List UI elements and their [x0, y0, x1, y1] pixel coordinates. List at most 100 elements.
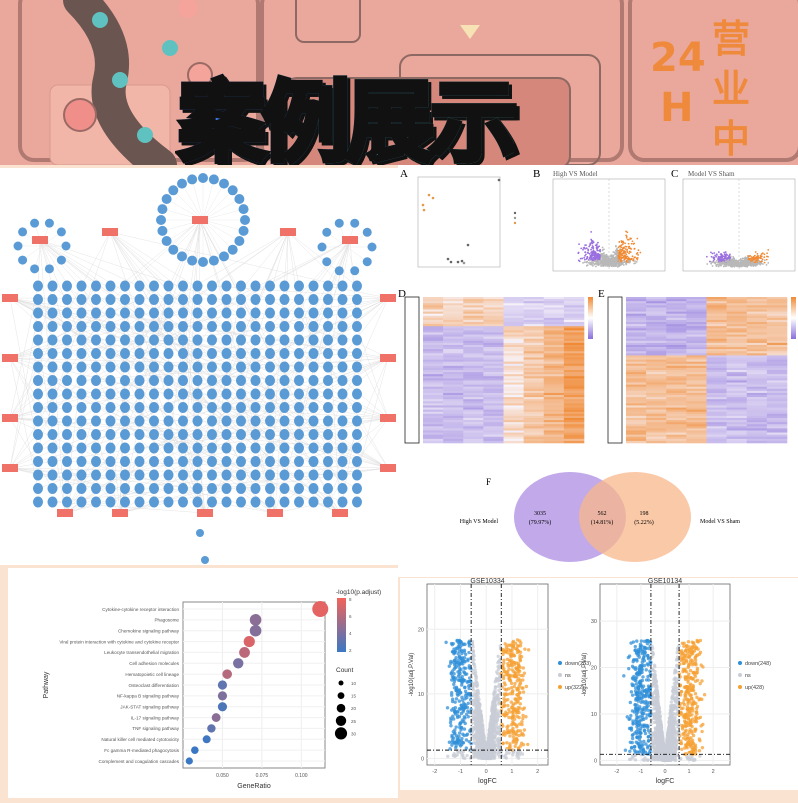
bubble-point	[222, 669, 232, 679]
mini-volcano-point	[596, 253, 598, 255]
network-node	[265, 470, 275, 481]
heatmap-cell	[443, 428, 463, 430]
heatmap-cell	[767, 326, 787, 328]
pca-point	[422, 204, 425, 207]
heatmap-cell	[626, 372, 646, 374]
network-node	[280, 402, 290, 413]
mini-volcano-point	[732, 256, 734, 258]
banner-title: 案例展示	[178, 52, 514, 165]
heatmap-cell	[646, 391, 666, 393]
mini-volcano-point	[766, 264, 768, 266]
heatmap-cell	[524, 412, 544, 414]
color-legend-title: -log10(p.adjust)	[336, 589, 381, 596]
heatmap-cell	[666, 403, 686, 405]
heatmap-cell	[463, 422, 483, 424]
heatmap-cell	[544, 420, 564, 422]
pathway-label: Complement and coagulation cascades	[99, 759, 180, 764]
volcano-point	[515, 730, 518, 733]
network-node	[48, 375, 58, 386]
network-node	[164, 375, 174, 386]
heatmap-cell	[747, 362, 767, 364]
heatmap-cell	[767, 399, 787, 401]
heatmap-cell	[483, 426, 503, 428]
heatmap-cell	[767, 368, 787, 370]
network-node	[309, 443, 319, 454]
network-hub	[332, 509, 348, 517]
mini-volcano-point	[723, 266, 725, 268]
mini-volcano-point	[613, 262, 615, 264]
network-node	[352, 389, 362, 400]
heatmap-cell	[423, 299, 443, 301]
mini-volcano-point	[619, 264, 621, 266]
heatmap-cell	[626, 374, 646, 376]
heatmap-cell	[727, 368, 747, 370]
heatmap-cell	[686, 330, 706, 332]
mini-volcano-point	[610, 262, 612, 264]
network-node	[91, 308, 101, 319]
network-node	[323, 362, 333, 373]
heatmap-cell	[666, 420, 686, 422]
heatmap-cell	[463, 312, 483, 314]
network-node	[14, 242, 23, 251]
heatmap-cell	[646, 403, 666, 405]
heatmap-cell	[463, 307, 483, 309]
network-node	[294, 389, 304, 400]
heatmap-cell	[747, 412, 767, 414]
network-node	[149, 308, 159, 319]
network-node	[265, 429, 275, 440]
heatmap-cell	[524, 360, 544, 362]
network-node	[177, 251, 187, 261]
volcano-point	[476, 690, 479, 693]
heatmap-cell	[646, 422, 666, 424]
network-node	[62, 375, 72, 386]
network-node	[350, 219, 359, 228]
network-node	[323, 497, 333, 508]
heatmap-cell	[544, 378, 564, 380]
heatmap-cell	[646, 416, 666, 418]
volcano-point	[456, 710, 459, 713]
heatmap-cell	[707, 397, 727, 399]
heatmap-cell	[646, 322, 666, 324]
y-tick-label: 0	[421, 757, 424, 763]
network-node	[309, 483, 319, 494]
heatmap-cell	[524, 341, 544, 343]
heatmap-cell	[544, 439, 564, 441]
network-node	[335, 219, 344, 228]
heatmap-cell	[707, 426, 727, 428]
mini-volcano-point	[615, 265, 617, 267]
heatmap-cell	[666, 322, 686, 324]
heatmap-cell	[483, 412, 503, 414]
heatmap-cell	[564, 401, 584, 403]
heatmap-cell	[767, 328, 787, 330]
heatmap-cell	[443, 343, 463, 345]
heatmap-cell	[707, 401, 727, 403]
heatmap-cell	[767, 391, 787, 393]
mini-volcano-point	[706, 263, 708, 265]
mini-volcano-point	[627, 239, 629, 241]
heatmap-cell	[646, 335, 666, 337]
heatmap-cell	[524, 433, 544, 435]
heatmap-cell	[626, 330, 646, 332]
heatmap-cell	[727, 322, 747, 324]
pca-point	[463, 262, 466, 265]
heatmap-cell	[727, 326, 747, 328]
network-node	[135, 375, 145, 386]
network-node	[193, 389, 203, 400]
heatmap-cell	[483, 355, 503, 357]
mini-volcano-point	[748, 263, 750, 265]
heatmap-cell	[666, 299, 686, 301]
pca-point	[498, 179, 501, 182]
heatmap-cell	[646, 385, 666, 387]
mini-volcano-point	[623, 260, 625, 262]
heatmap-cell	[646, 437, 666, 439]
pathway-label: Hematopoietic cell lineage	[125, 672, 179, 677]
heatmap-cell	[524, 351, 544, 353]
heatmap-cell	[564, 372, 584, 374]
heatmap-cell	[564, 337, 584, 339]
heatmap-cell	[666, 430, 686, 432]
venn-pct-left: (79.97%)	[529, 519, 552, 526]
heatmap-cell	[463, 341, 483, 343]
network-node	[352, 308, 362, 319]
heatmap-cell	[423, 368, 443, 370]
heatmap-cell	[564, 430, 584, 432]
